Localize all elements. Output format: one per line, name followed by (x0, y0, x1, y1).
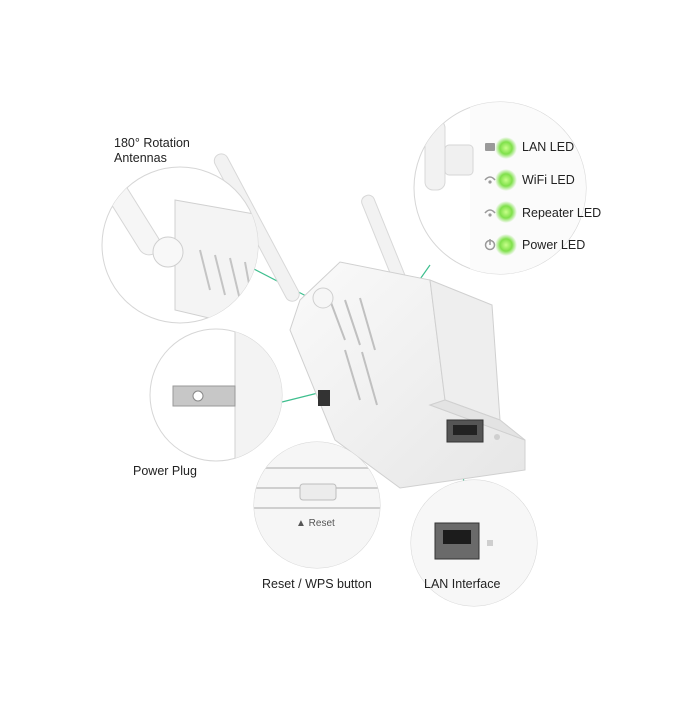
led-label-power: Power LED (522, 238, 586, 252)
led-label-repeater: Repeater LED (522, 206, 602, 220)
inset-power-plug (149, 328, 283, 462)
inset-antennas (101, 166, 259, 324)
led-indicators (495, 137, 517, 256)
inset-led-panel (413, 101, 587, 275)
led-label-lan: LAN LED (522, 140, 575, 154)
antennas-callout-line2: Antennas (114, 151, 167, 165)
antennas-callout-line1: 180° Rotation (114, 136, 190, 150)
power-plug-callout: Power Plug (133, 464, 197, 478)
inset-reset-button (253, 441, 381, 569)
reset-button-text: ▲ Reset (296, 518, 335, 529)
led-icons (484, 143, 496, 251)
reset-wps-callout: Reset / WPS button (262, 577, 372, 591)
inset-lan-interface (410, 479, 538, 607)
led-label-wifi: WiFi LED (522, 173, 575, 187)
lan-interface-callout: LAN Interface (424, 577, 501, 591)
